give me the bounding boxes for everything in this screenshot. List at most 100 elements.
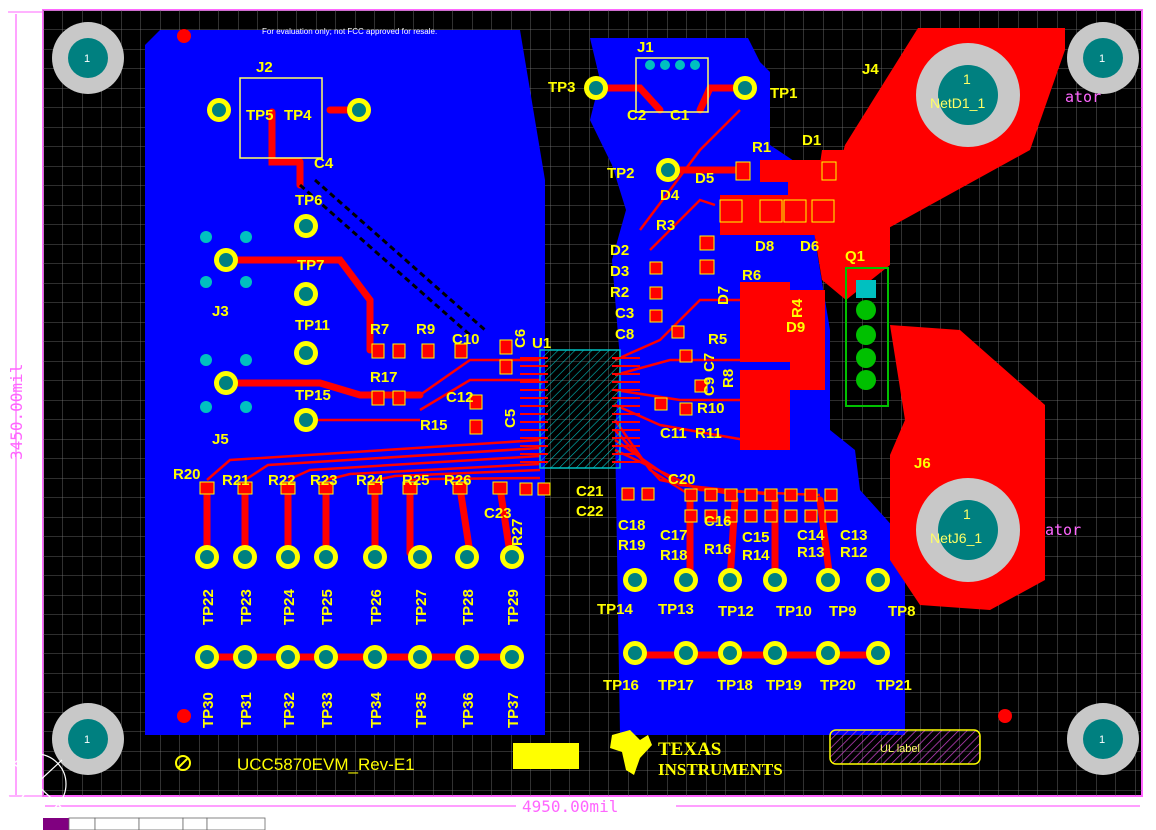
- j6-stator-label: ator: [1045, 521, 1081, 539]
- d9-label: D9: [786, 319, 805, 336]
- tp16-label: TP16: [603, 677, 639, 694]
- ti-logo: Texas Instruments: [610, 730, 783, 779]
- mount-hole-top-left: 1: [52, 22, 124, 94]
- height-dimension-label: 3450.00mil: [7, 364, 26, 460]
- j4-terminal: 1 NetD1_1 ator: [916, 43, 1101, 147]
- ul-label-box: UL label: [829, 729, 981, 765]
- tp7-label: TP7: [297, 257, 325, 274]
- tp21-label: TP21: [876, 677, 912, 694]
- silk-label-block: [513, 743, 579, 769]
- height-dimension: 3450.00mil: [7, 11, 42, 797]
- tp6-label: TP6: [295, 192, 323, 209]
- tp5-label: TP5: [246, 107, 274, 124]
- r17-label: R17: [370, 369, 398, 386]
- j1-outline: [635, 57, 709, 113]
- isolation-lines: [299, 178, 486, 337]
- svg-text:1: 1: [1099, 53, 1105, 65]
- r23-label: R23: [310, 472, 338, 489]
- tp36-label: TP36: [460, 692, 477, 728]
- svg-text:1: 1: [84, 53, 90, 65]
- tp31-label: TP31: [238, 692, 255, 728]
- left-gate-bus: [206, 358, 541, 482]
- u1-label: U1: [532, 335, 551, 352]
- r9-label: R9: [416, 321, 435, 338]
- c21-label: C21: [576, 483, 604, 500]
- tp13-label: TP13: [658, 601, 694, 618]
- tp24-label: TP24: [281, 588, 298, 625]
- r26-label: R26: [444, 472, 472, 489]
- r3-label: R3: [656, 217, 675, 234]
- board-name: UCC5870EVM_Rev-E1: [237, 755, 415, 774]
- right-top-tp-pads: [584, 57, 757, 182]
- tp11-label: TP11: [295, 317, 330, 334]
- c14-label: C14: [797, 527, 825, 544]
- c16-label: C16: [704, 513, 732, 530]
- d4-label: D4: [660, 187, 680, 204]
- tp19-label: TP19: [766, 677, 802, 694]
- r5-label: R5: [708, 331, 727, 348]
- r24-label: R24: [356, 472, 384, 489]
- d5-label: D5: [695, 170, 714, 187]
- tp29-label: TP29: [505, 589, 522, 625]
- j6-label: J6: [914, 455, 931, 472]
- origin-marker: [5, 753, 67, 815]
- c6-label: C6: [512, 329, 529, 348]
- tp12-label: TP12: [718, 603, 754, 620]
- tp32-label: TP32: [281, 692, 298, 728]
- tp3-label: TP3: [548, 79, 576, 96]
- r16-label: R16: [704, 541, 732, 558]
- tp18-label: TP18: [717, 677, 753, 694]
- r10-label: R10: [697, 400, 725, 417]
- left-copper-pour: [145, 30, 545, 735]
- tp23-label: TP23: [238, 589, 255, 625]
- j2-outline: [239, 77, 323, 159]
- board-name-group: UCC5870EVM_Rev-E1: [175, 755, 415, 774]
- j5-label: J5: [212, 431, 229, 448]
- d7-label: D7: [715, 286, 732, 305]
- tp17-label: TP17: [658, 677, 694, 694]
- c18-label: C18: [618, 517, 646, 534]
- r27-label: R27: [509, 518, 526, 546]
- ul-label-text: UL label: [880, 743, 920, 755]
- svg-text:1: 1: [1099, 734, 1105, 746]
- c12-label: C12: [446, 389, 474, 406]
- j1-label: J1: [637, 39, 654, 56]
- j2-label: J2: [256, 59, 273, 76]
- c11-label: C11: [660, 425, 687, 442]
- width-dimension: 4950.00mil: [45, 797, 1140, 816]
- d6-label: D6: [800, 238, 819, 255]
- mount-hole-bottom-right: 1: [1067, 703, 1139, 775]
- r6-footprint: [740, 282, 790, 362]
- tp4-label: TP4: [284, 107, 312, 124]
- q1-footprint: Q1: [845, 248, 889, 407]
- j4-pin-number: 1: [963, 71, 971, 87]
- tp10-label: TP10: [776, 603, 812, 620]
- tp25-label: TP25: [319, 589, 336, 625]
- left-tp-holes: [212, 103, 366, 427]
- r1-label: R1: [752, 139, 771, 156]
- c4-label: C4: [314, 155, 334, 172]
- c8-label: C8: [615, 326, 634, 343]
- right-row1-labels: TP14 TP13 TP12 TP10 TP9 TP8: [597, 601, 916, 620]
- r8-footprint: [740, 370, 790, 450]
- fiducials: [177, 29, 1012, 723]
- j4-label: J4: [862, 61, 879, 78]
- r4-label: R4: [789, 298, 806, 318]
- c7-label: C7: [701, 353, 718, 372]
- layer-tabs: [43, 817, 266, 830]
- d8-label: D8: [755, 238, 774, 255]
- c2-label: C2: [627, 107, 646, 124]
- svg-text:1: 1: [84, 734, 90, 746]
- bottom-left-row1-labels: TP22 TP23 TP24 TP25 TP26 TP27 TP28 TP29: [200, 588, 522, 625]
- c20-label: C20: [668, 471, 696, 488]
- c5-label: C5: [502, 409, 519, 428]
- width-dimension-label: 4950.00mil: [522, 797, 618, 816]
- tp33-label: TP33: [319, 692, 336, 728]
- c1-label: C1: [670, 107, 689, 124]
- c23-label: C23: [484, 505, 512, 522]
- c22-label: C22: [576, 503, 604, 520]
- d2-label: D2: [610, 242, 629, 259]
- tp37-label: TP37: [505, 692, 522, 728]
- tp35-label: TP35: [413, 692, 430, 728]
